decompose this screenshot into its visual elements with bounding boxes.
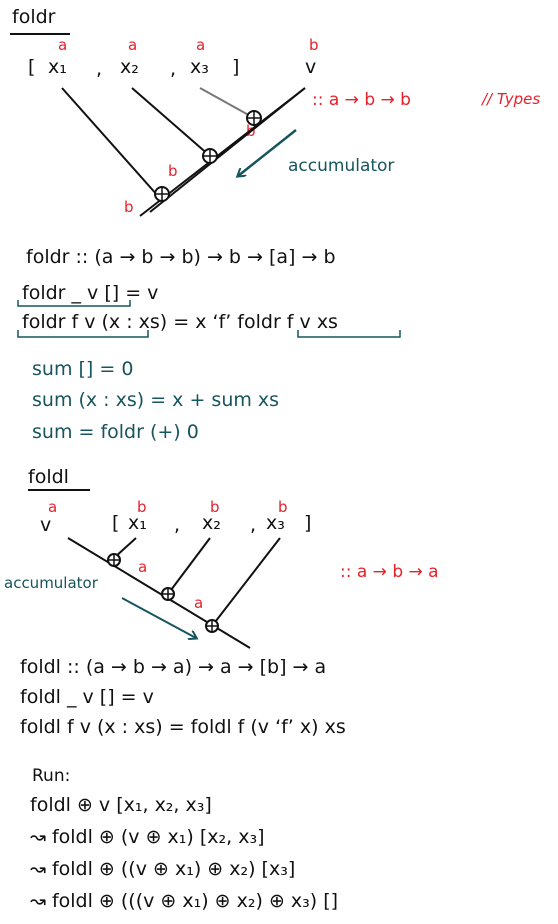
foldl-init-v: v [40, 514, 52, 536]
foldl-sep-2: , [250, 514, 257, 536]
foldr-type-a-3: a [196, 36, 206, 54]
foldr-sep-1: , [96, 58, 103, 80]
run-step-0: foldl ⊕ v [x₁, x₂, x₃] [30, 794, 212, 816]
foldl-accumulator-label: accumulator [4, 574, 98, 592]
foldl-list-open: [ [112, 512, 120, 534]
foldl-def-base: foldl _ v [] = v [20, 686, 154, 708]
foldr-result-type: b [124, 198, 134, 216]
foldr-list-close: ] [232, 56, 240, 78]
foldr-accumulator-arrow [238, 129, 297, 176]
foldr-type-a-2: a [128, 36, 138, 54]
foldr-title: foldr [12, 6, 56, 28]
foldl-accumulator-arrow [121, 597, 196, 638]
foldl-sep-1: , [174, 514, 181, 536]
sum-base: sum [] = 0 [32, 358, 134, 380]
foldr-elem-1: x₁ [48, 56, 67, 78]
foldr-signature: foldr :: (a → b → b) → b → [a] → b [26, 246, 336, 268]
foldr-elem-3: x₃ [190, 56, 209, 78]
foldr-def-base: foldr _ v [] = v [22, 282, 159, 304]
foldl-list-close: ] [304, 512, 312, 534]
foldr-type-note: :: a → b → b [312, 90, 411, 110]
foldr-init-v: v [305, 56, 317, 78]
foldr-sep-2: , [170, 58, 177, 80]
foldl-node-crosses [109, 555, 217, 631]
foldl-elem-2: x₂ [202, 512, 221, 534]
foldl-edge-x2 [167, 537, 211, 595]
foldr-type-b-v: b [309, 36, 319, 54]
foldr-elem-2: x₂ [120, 56, 139, 78]
foldl-type-a-v: a [48, 498, 58, 516]
types-label: // Types [482, 90, 541, 108]
foldr-list-open: [ [28, 56, 36, 78]
foldl-spine [67, 537, 251, 649]
sum-step: sum (x : xs) = x + sum xs [32, 389, 280, 411]
sum-foldr: sum = foldr (+) 0 [32, 421, 199, 443]
foldr-type-a-1: a [58, 36, 68, 54]
foldl-acc-type-2: a [194, 594, 204, 612]
foldl-signature: foldl :: (a → b → a) → a → [b] → a [20, 656, 327, 678]
foldl-tree [67, 537, 281, 649]
foldl-title: foldl [28, 466, 69, 488]
foldl-def-step: foldl f v (x : xs) = foldl f (v ‘f’ x) x… [20, 716, 346, 738]
run-step-2: ↝ foldl ⊕ ((v ⊕ x₁) ⊕ x₂) [x₃] [30, 858, 296, 880]
foldl-type-b-3: b [278, 498, 288, 516]
run-label: Run: [32, 766, 71, 786]
foldr-edge-x2 [131, 87, 211, 157]
foldr-acc-type-2: b [168, 162, 178, 180]
foldl-elem-3: x₃ [266, 512, 285, 534]
run-step-1: ↝ foldl ⊕ (v ⊕ x₁) [x₂, x₃] [30, 826, 265, 848]
foldl-type-note: :: a → b → a [340, 562, 439, 582]
foldl-acc-type-1: a [138, 558, 148, 576]
run-step-3: ↝ foldl ⊕ (((v ⊕ x₁) ⊕ x₂) ⊕ x₃) [] [30, 890, 339, 912]
foldr-edge-x1 [61, 87, 159, 197]
foldl-type-b-1: b [137, 498, 147, 516]
foldr-edge-x3 [199, 87, 255, 119]
foldl-type-b-2: b [210, 498, 220, 516]
foldl-edge-x3 [211, 537, 281, 627]
foldr-node-crosses [156, 112, 260, 200]
foldr-accumulator-label: accumulator [288, 156, 395, 176]
foldl-elem-1: x₁ [128, 512, 147, 534]
foldr-def-step: foldr f v (x : xs) = x ‘f’ foldr f v xs [22, 311, 338, 333]
foldr-def-underlines [17, 300, 401, 338]
